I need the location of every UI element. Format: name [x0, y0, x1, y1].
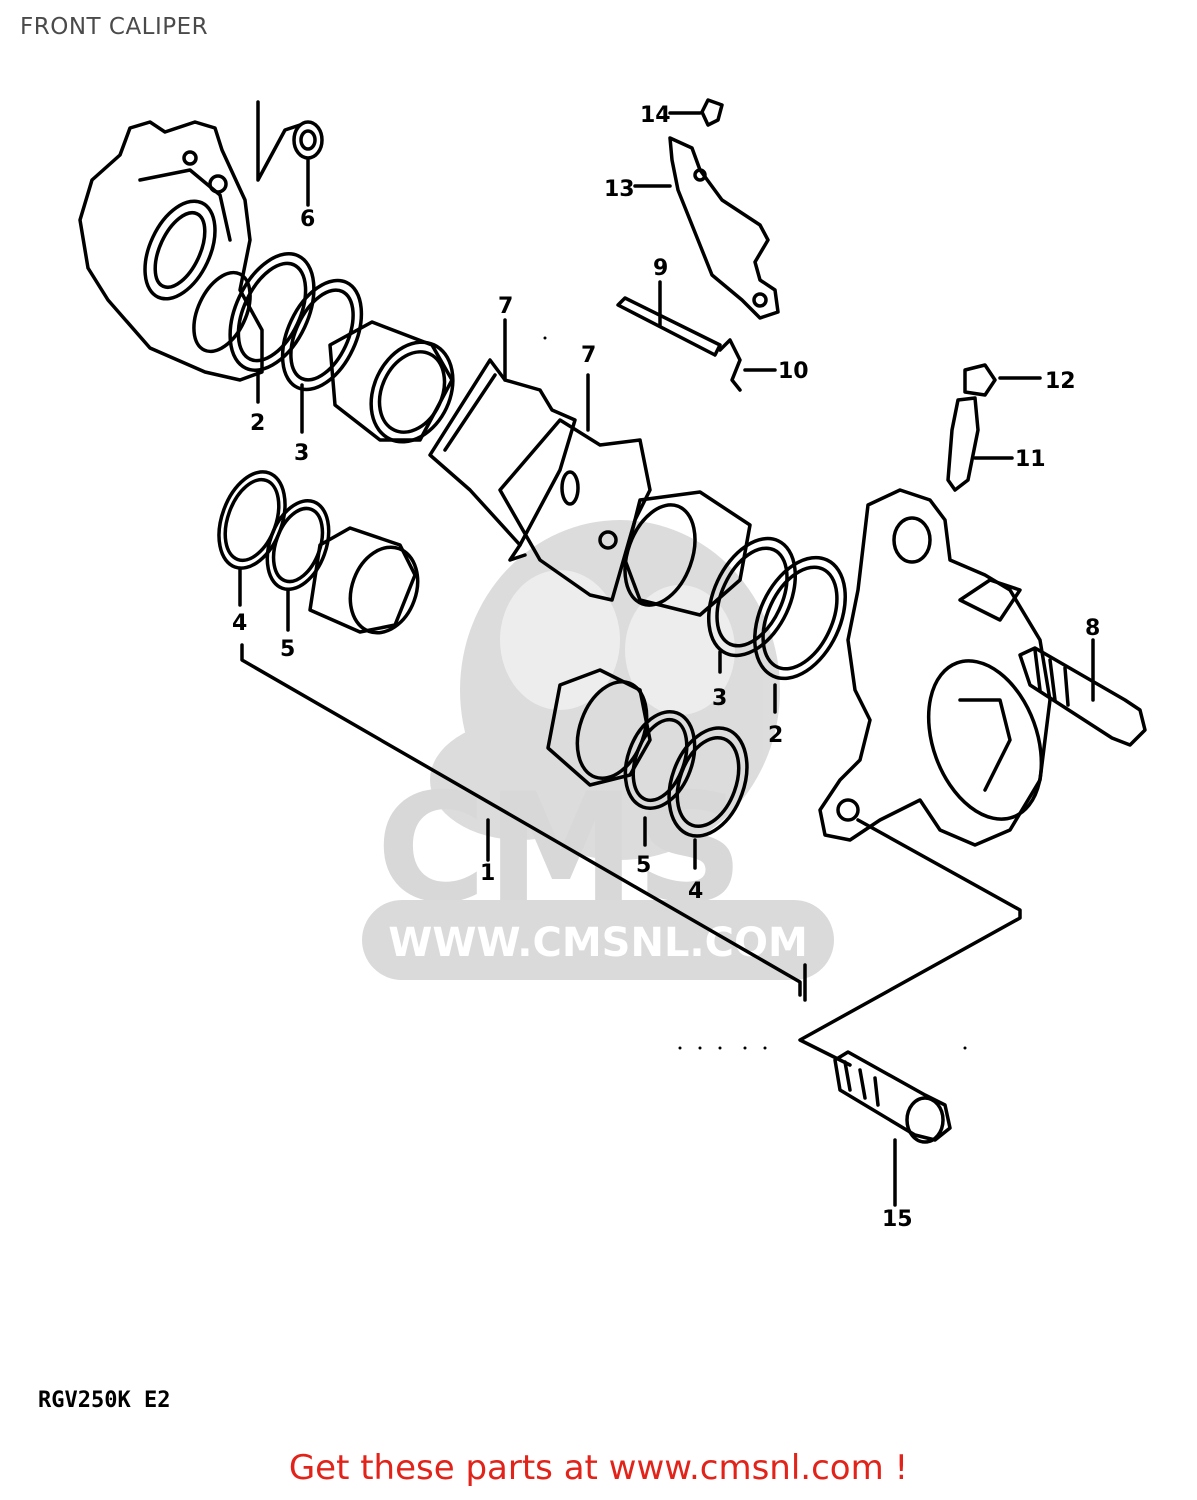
seal-3-upper — [280, 278, 364, 434]
part-label-4-right: 4 — [688, 879, 703, 904]
part-label-4-left: 4 — [232, 611, 247, 636]
dotted-marks — [543, 336, 967, 1050]
part-label-12: 12 — [1045, 369, 1076, 394]
page-title: FRONT CALIPER — [20, 14, 209, 40]
part-12-cap — [963, 363, 1042, 397]
part-label-15: 15 — [882, 1207, 913, 1232]
seal-5-left — [265, 498, 331, 632]
piston-upper — [328, 320, 455, 444]
part-label-6: 6 — [300, 207, 315, 232]
brake-pad-7-right — [498, 373, 652, 602]
part-13-bracket — [633, 136, 780, 320]
part-6-washer — [256, 100, 324, 207]
model-code: RGV250K E2 — [38, 1388, 171, 1413]
brake-pad-7-left — [428, 318, 577, 562]
part-label-14: 14 — [640, 103, 671, 128]
assembly-bracket-1 — [240, 643, 807, 1002]
part-15-bolt — [833, 1050, 952, 1207]
watermark: CMS WWW.CMSNL.COM — [362, 520, 834, 980]
seal-4-left — [217, 470, 287, 607]
caliper-body-right — [818, 488, 1052, 847]
part-10-clip — [718, 338, 777, 392]
part-label-13: 13 — [604, 177, 635, 202]
part-label-7-left: 7 — [498, 294, 513, 319]
part-label-8: 8 — [1085, 616, 1100, 641]
watermark-url-banner — [362, 900, 834, 980]
get-parts-link[interactable]: Get these parts at www.cmsnl.com ! — [288, 1448, 909, 1488]
part-label-2-lower: 2 — [768, 723, 783, 748]
part-label-3-lower: 3 — [712, 686, 727, 711]
part-9-pin — [616, 280, 722, 357]
part-8-bolt — [1018, 638, 1147, 747]
part-label-1: 1 — [480, 861, 495, 886]
seal-4-right — [667, 726, 749, 870]
seal-3-lower — [706, 536, 798, 674]
caliper-body-left — [78, 120, 264, 382]
watermark-url-text: WWW.CMSNL.COM — [388, 920, 808, 966]
part-11-bleeder — [946, 396, 1014, 492]
part-label-9: 9 — [653, 256, 668, 281]
part-labels: 1 2 2 3 3 4 4 5 5 6 7 7 8 9 10 11 12 13 … — [232, 103, 1100, 1232]
part-label-3-upper: 3 — [294, 441, 309, 466]
part-14-screw — [668, 98, 724, 127]
part-label-5-left: 5 — [280, 637, 295, 662]
part-label-2-upper: 2 — [250, 411, 265, 436]
piston-lower-left — [308, 526, 420, 635]
caliper-line-art — [78, 98, 1147, 1207]
part-label-11: 11 — [1015, 447, 1046, 472]
part-label-7-right: 7 — [581, 343, 596, 368]
part-label-10: 10 — [778, 359, 809, 384]
seal-2-lower — [753, 555, 847, 714]
part-label-5-right: 5 — [636, 853, 651, 878]
leader-line-15 — [798, 818, 1022, 1067]
